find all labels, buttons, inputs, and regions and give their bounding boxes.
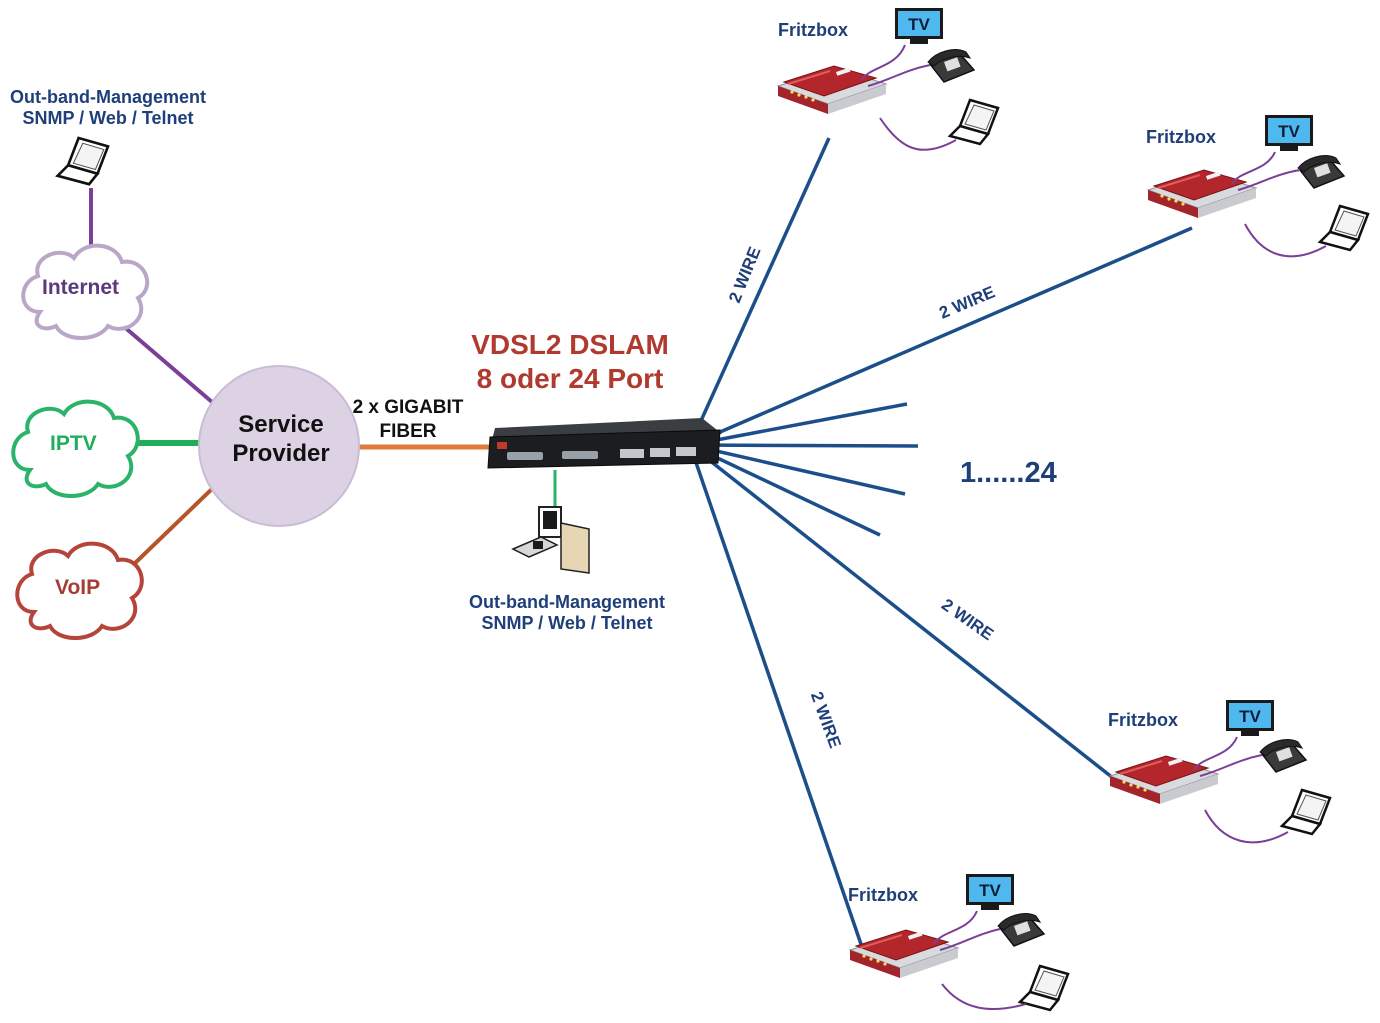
fiber-label-line2: FIBER [379, 421, 437, 442]
fritzbox-label: Fritzbox [1108, 710, 1178, 730]
management-pc [511, 506, 590, 574]
management-laptop-top [56, 136, 110, 186]
cpe-site-2 [1147, 115, 1370, 258]
iptv-label: IPTV [50, 432, 97, 455]
internet-cloud [21, 243, 150, 340]
dslam-title-line1: VDSL2 DSLAM [471, 329, 669, 360]
management-label-top: Out-band-Management SNMP / Web / Telnet [8, 87, 208, 129]
service-provider-node [198, 365, 360, 527]
service-provider-line2: Provider [232, 440, 330, 467]
phone-icon [927, 48, 975, 83]
management-label-bottom-line2: SNMP / Web / Telnet [481, 613, 653, 633]
fritzbox-label: Fritzbox [848, 885, 918, 905]
tv-icon [1226, 700, 1274, 736]
voip-cloud [15, 541, 144, 640]
wire-to-fritzbox-3 [688, 443, 1115, 780]
management-label-top-line1: Out-band-Management [10, 87, 206, 107]
laptop-icon [1018, 964, 1070, 1012]
laptop-icon [948, 98, 1000, 146]
dslam-title: VDSL2 DSLAM 8 oder 24 Port [448, 328, 692, 396]
service-provider-label: Service Provider [219, 410, 343, 468]
phone-icon [997, 912, 1045, 947]
phone-icon [1259, 738, 1307, 773]
fiber-label: 2 x GIGABIT FIBER [342, 396, 474, 444]
fiber-label-line1: 2 x GIGABIT [352, 397, 464, 418]
subscriber-wires [688, 137, 1193, 951]
fritzbox-label: Fritzbox [778, 20, 848, 40]
tv-icon [895, 8, 943, 44]
wire-port [689, 402, 908, 447]
phone-icon [1297, 154, 1345, 189]
laptop-icon [1318, 204, 1370, 252]
internet-link [120, 323, 214, 404]
internet-label: Internet [42, 276, 120, 299]
cpe-site-4 [849, 874, 1070, 1012]
management-label-top-line2: SNMP / Web / Telnet [22, 108, 194, 128]
wire-to-fritzbox-4 [688, 444, 865, 951]
wire-to-fritzbox-1 [688, 137, 831, 446]
dslam-title-line2: 8 oder 24 Port [476, 363, 664, 394]
service-provider-line1: Service [238, 411, 324, 438]
laptop-icon [1280, 788, 1332, 836]
voip-label: VoIP [55, 576, 101, 599]
cpe-site-3 [1109, 700, 1332, 844]
wire-port [689, 443, 919, 448]
wire-port [689, 443, 881, 537]
tv-icon [966, 874, 1014, 910]
dslam-device [487, 418, 722, 469]
port-range-label: 1......24 [960, 457, 1057, 489]
fritzbox-label: Fritzbox [1146, 127, 1216, 147]
voip-link [131, 485, 216, 567]
wire-port [689, 443, 906, 496]
management-label-bottom-line1: Out-band-Management [469, 592, 665, 612]
tv-icon [1265, 115, 1313, 151]
management-label-bottom: Out-band-Management SNMP / Web / Telnet [462, 592, 672, 634]
iptv-cloud [11, 399, 140, 498]
wire-to-fritzbox-2 [689, 226, 1193, 447]
cpe-site-1 [777, 8, 1000, 151]
